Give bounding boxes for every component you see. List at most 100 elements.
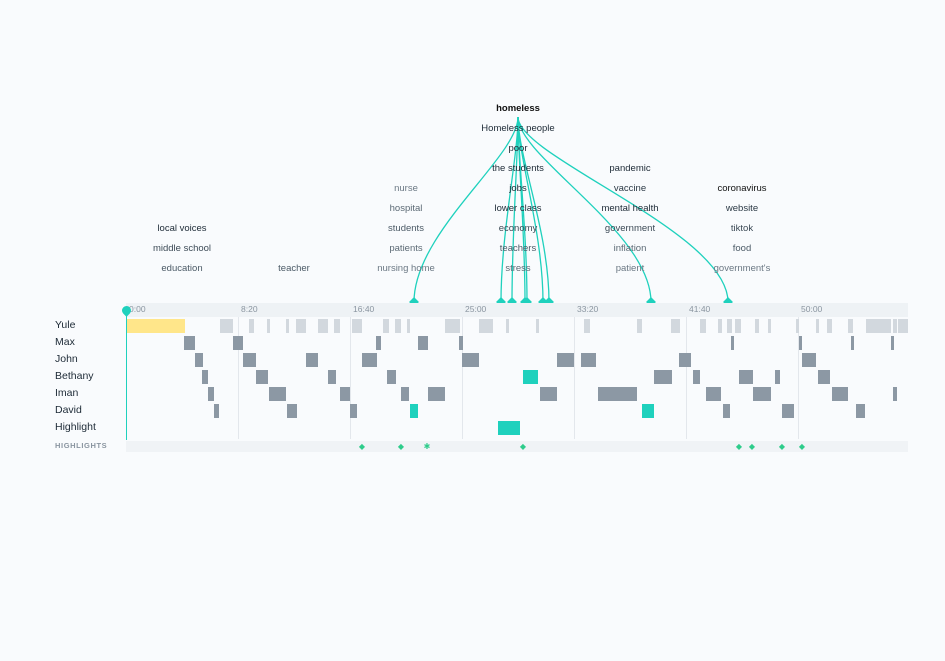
topic-label[interactable]: inflation [613, 243, 647, 254]
speech-segment[interactable] [768, 319, 771, 333]
speech-segment[interactable] [700, 319, 706, 333]
topic-label[interactable]: stress [505, 263, 531, 274]
speech-segment[interactable] [557, 353, 574, 367]
speech-segment[interactable] [693, 370, 700, 384]
speech-segment[interactable] [753, 387, 771, 401]
speech-segment[interactable] [352, 319, 362, 333]
speech-segment[interactable] [267, 319, 270, 333]
speech-segment[interactable] [706, 387, 721, 401]
speech-segment[interactable] [818, 370, 830, 384]
speech-segment[interactable] [654, 370, 672, 384]
speech-segment[interactable] [731, 336, 734, 350]
speech-segment[interactable] [498, 421, 520, 435]
topic-label[interactable]: economy [498, 223, 538, 234]
speech-segment[interactable] [362, 353, 377, 367]
speech-segment[interactable] [598, 387, 637, 401]
speech-segment[interactable] [318, 319, 328, 333]
speech-segment[interactable] [195, 353, 203, 367]
speech-segment[interactable] [739, 370, 753, 384]
highlight-marker[interactable]: ◆ [748, 442, 756, 451]
speech-segment[interactable] [410, 404, 418, 418]
speech-segment[interactable] [296, 319, 306, 333]
speech-segment[interactable] [891, 336, 894, 350]
topic-label[interactable]: patients [389, 243, 423, 254]
topic-label[interactable]: jobs [509, 183, 527, 194]
speech-segment[interactable] [287, 404, 297, 418]
speech-segment[interactable] [249, 319, 254, 333]
speech-segment[interactable] [328, 370, 336, 384]
speech-segment[interactable] [775, 370, 780, 384]
speech-segment[interactable] [214, 404, 219, 418]
highlight-marker[interactable]: ✱ [423, 442, 431, 451]
topic-label[interactable]: coronavirus [717, 183, 767, 194]
speech-segment[interactable] [642, 404, 654, 418]
speech-segment[interactable] [479, 319, 493, 333]
speech-segment[interactable] [462, 353, 479, 367]
topic-label[interactable]: nursing home [377, 263, 435, 274]
speech-segment[interactable] [126, 319, 185, 333]
speech-segment[interactable] [506, 319, 509, 333]
topic-label[interactable]: teacher [278, 263, 310, 274]
topic-label[interactable]: tiktok [730, 223, 754, 234]
speech-segment[interactable] [445, 319, 460, 333]
topic-label[interactable]: local voices [157, 223, 207, 234]
speech-segment[interactable] [802, 353, 816, 367]
topic-label[interactable]: nurse [394, 183, 418, 194]
speech-segment[interactable] [735, 319, 741, 333]
topic-label[interactable]: students [388, 223, 424, 234]
speech-segment[interactable] [755, 319, 759, 333]
topic-label[interactable]: education [161, 263, 203, 274]
speech-segment[interactable] [208, 387, 214, 401]
topic-label[interactable]: teachers [499, 243, 537, 254]
speech-segment[interactable] [727, 319, 732, 333]
speech-segment[interactable] [581, 353, 596, 367]
topic-label[interactable]: Homeless people [481, 123, 555, 134]
topic-label[interactable]: hospital [389, 203, 423, 214]
speech-segment[interactable] [893, 387, 897, 401]
speech-segment[interactable] [540, 387, 557, 401]
speech-segment[interactable] [827, 319, 832, 333]
highlight-marker[interactable]: ◆ [397, 442, 405, 451]
speech-segment[interactable] [286, 319, 289, 333]
highlight-marker[interactable]: ◆ [519, 442, 527, 451]
speech-segment[interactable] [395, 319, 401, 333]
speech-segment[interactable] [679, 353, 691, 367]
speech-segment[interactable] [832, 387, 848, 401]
speech-segment[interactable] [418, 336, 428, 350]
speech-segment[interactable] [407, 319, 410, 333]
speech-segment[interactable] [243, 353, 256, 367]
speech-segment[interactable] [856, 404, 865, 418]
topic-label[interactable]: homeless [496, 103, 540, 114]
speech-segment[interactable] [269, 387, 286, 401]
speech-segment[interactable] [350, 404, 357, 418]
speech-segment[interactable] [851, 336, 854, 350]
topic-label[interactable]: poor [508, 143, 528, 154]
speech-segment[interactable] [383, 319, 389, 333]
speech-segment[interactable] [256, 370, 268, 384]
topic-label[interactable]: patient [615, 263, 645, 274]
speech-segment[interactable] [428, 387, 445, 401]
speech-segment[interactable] [799, 336, 802, 350]
topic-label[interactable]: vaccine [613, 183, 647, 194]
highlight-marker[interactable]: ◆ [798, 442, 806, 451]
speech-segment[interactable] [671, 319, 680, 333]
speech-segment[interactable] [459, 336, 463, 350]
topic-label[interactable]: government [604, 223, 656, 234]
topic-label[interactable]: lower class [494, 203, 542, 214]
highlight-marker[interactable]: ◆ [735, 442, 743, 451]
topic-label[interactable]: middle school [152, 243, 212, 254]
speech-segment[interactable] [782, 404, 794, 418]
speech-segment[interactable] [306, 353, 318, 367]
speech-segment[interactable] [401, 387, 409, 401]
speech-segment[interactable] [340, 387, 350, 401]
speech-segment[interactable] [184, 336, 195, 350]
topic-label[interactable]: food [732, 243, 752, 254]
speech-segment[interactable] [796, 319, 799, 333]
speech-segment[interactable] [893, 319, 897, 333]
speech-segment[interactable] [584, 319, 590, 333]
speech-segment[interactable] [637, 319, 642, 333]
topic-label[interactable]: mental health [601, 203, 659, 214]
speech-segment[interactable] [220, 319, 233, 333]
topic-label[interactable]: website [725, 203, 759, 214]
speech-segment[interactable] [816, 319, 819, 333]
